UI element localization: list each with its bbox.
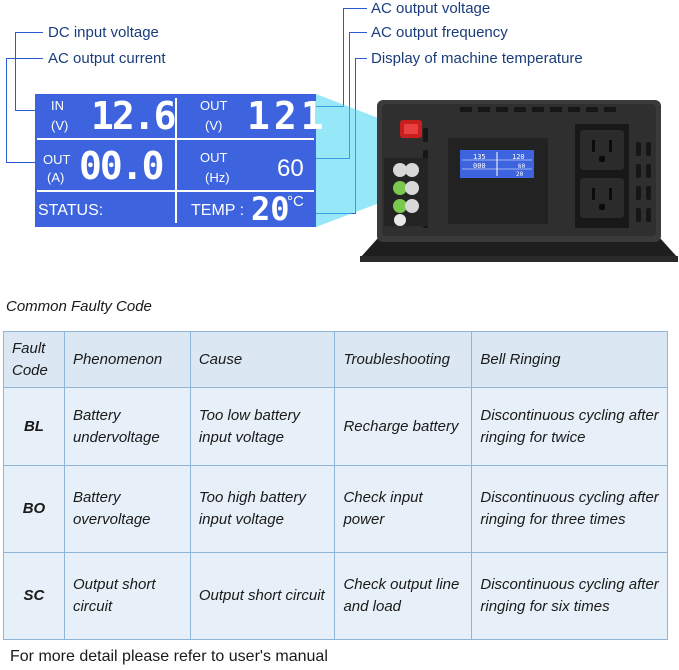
callout-dc-input-voltage: DC input voltage [48,24,159,41]
cell-bell-ringing: Discontinuous cycling after ringing for … [471,387,668,466]
fault-code-table: Fault Code Phenomenon Cause Troubleshoot… [3,331,668,640]
cell-troubleshooting: Check output line and load [334,552,473,640]
callout-line [343,8,344,106]
lcd-divider [175,98,177,223]
lcd-temp-unit: °C [287,193,304,210]
lcd-out-v-value: 121 [247,94,328,138]
callout-ac-output-current: AC output current [48,50,166,67]
table-row: BL Battery undervoltage Too low battery … [3,387,668,466]
cell-cause: Output short circuit [189,552,336,640]
cell-fault-code: BO [3,465,65,553]
callout-line [355,58,367,59]
cell-fault-code: SC [3,552,65,640]
header-fault-code: Fault Code [3,331,65,388]
table-title: Common Faulty Code [6,298,152,315]
lcd-out-a-label: OUT [43,152,71,167]
callout-ac-output-frequency: AC output frequency [371,24,508,41]
callout-line [15,110,37,111]
lcd-out-hz-label: OUT [200,150,228,165]
lcd-out-a-value: 00.0 [79,144,165,188]
cell-cause: Too low battery input voltage [189,387,336,466]
footer-note: For more detail please refer to user's m… [10,648,328,665]
callout-line [6,162,37,163]
lcd-in-label: IN [51,98,64,113]
device-lcd-value: 20 [516,171,524,178]
header-bell-ringing: Bell Ringing [471,331,668,388]
lcd-temp-label: TEMP : [191,202,245,219]
lcd-in-unit: (V) [51,118,69,133]
device-lcd-value: 120 [512,153,525,161]
cell-bell-ringing: Discontinuous cycling after ringing for … [471,465,668,553]
cell-phenomenon: Battery overvoltage [63,465,191,553]
table-row: BO Battery overvoltage Too high battery … [3,465,668,553]
device-lcd-value: 000 [473,162,486,170]
header-cause: Cause [189,331,336,388]
callout-line [343,8,367,9]
cell-phenomenon: Output short circuit [63,552,191,640]
lcd-out-hz-value: 60 [277,155,304,182]
header-phenomenon: Phenomenon [63,331,191,388]
lcd-display: IN (V) 12.6 OUT (V) 121 OUT (A) 00.0 OUT… [35,94,324,228]
lcd-temp-value: 20 [251,190,290,228]
device-lcd-value: 60 [518,163,526,170]
inverter-device: 135 120 000 60 20 [360,100,678,262]
lcd-out-a-unit: (A) [47,170,65,185]
lcd-out-hz-unit: (Hz) [205,170,230,185]
callout-line [6,58,43,59]
lcd-in-value: 12.6 [91,94,177,138]
lcd-out-v-unit: (V) [205,118,223,133]
lcd-divider [37,190,314,192]
device-lcd-value: 135 [473,153,486,161]
callout-machine-temperature: Display of machine temperature [371,50,583,67]
callout-line [6,58,7,162]
cell-cause: Too high battery input voltage [189,465,336,553]
cell-troubleshooting: Recharge battery [334,387,473,466]
callout-line [349,32,350,158]
cell-bell-ringing: Discontinuous cycling after ringing for … [471,552,668,640]
cell-fault-code: BL [3,387,65,466]
callout-ac-output-voltage: AC output voltage [371,0,491,17]
callout-line [349,32,367,33]
table-header-row: Fault Code Phenomenon Cause Troubleshoot… [3,331,668,388]
header-troubleshooting: Troubleshooting [334,331,473,388]
cell-troubleshooting: Check input power [334,465,473,553]
callout-line [15,32,43,33]
lcd-status-label: STATUS: [38,202,104,219]
table-row: SC Output short circuit Output short cir… [3,552,668,640]
lcd-divider [37,138,314,140]
callout-line [15,32,16,110]
cell-phenomenon: Battery undervoltage [63,387,191,466]
lcd-out-v-label: OUT [200,98,228,113]
